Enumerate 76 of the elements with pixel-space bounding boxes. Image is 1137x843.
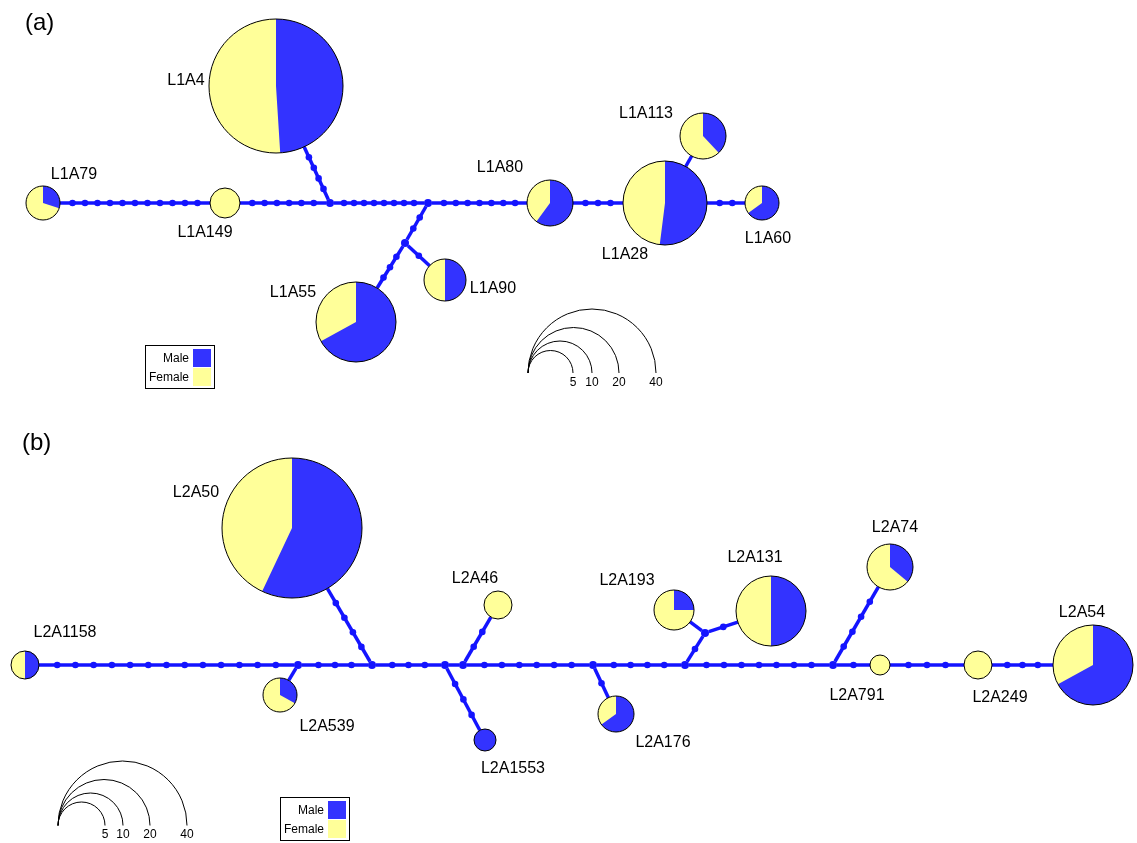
scale-value: 5 — [568, 375, 578, 389]
haplotype-label: L1A90 — [469, 278, 517, 298]
scale-value: 20 — [611, 375, 627, 389]
haplotype-label: L2A1158 — [32, 622, 98, 642]
connector-line — [992, 663, 1053, 667]
legend-label: Male — [163, 350, 189, 365]
connector-line — [707, 201, 745, 205]
connector-line — [302, 146, 330, 201]
connector-line — [597, 663, 681, 667]
connector-line — [689, 663, 829, 667]
scale-value: 40 — [179, 827, 195, 841]
connector-line — [837, 663, 870, 667]
connector-line — [405, 205, 428, 241]
haplotype-label: L1A60 — [744, 228, 792, 248]
legend-label: Male — [298, 802, 324, 817]
connector-line — [334, 201, 424, 205]
junction-dot — [829, 661, 837, 669]
scale-value: 10 — [115, 827, 131, 841]
haplotype-label: L1A4 — [166, 70, 206, 90]
junction-dot — [294, 661, 302, 669]
haplotype-label: L1A55 — [269, 282, 317, 302]
haplotype-label: L1A28 — [601, 244, 649, 264]
junction-dot — [368, 661, 376, 669]
connector-line — [302, 663, 368, 667]
connector-line — [375, 245, 405, 289]
junction-dot — [681, 661, 689, 669]
haplotype-label: L1A79 — [50, 164, 98, 184]
junction-dot — [589, 661, 597, 669]
haplotype-label: L1A113 — [618, 103, 674, 123]
connector-line — [685, 635, 705, 663]
junction-dot — [701, 629, 709, 637]
connector-line — [890, 663, 964, 667]
junction-dot — [401, 239, 409, 247]
connector-line — [60, 201, 210, 205]
connector-line — [406, 244, 431, 267]
connector-line — [467, 663, 589, 667]
scale-value: 20 — [142, 827, 158, 841]
haplotype-label: L2A176 — [634, 732, 692, 752]
connector-line — [287, 667, 298, 682]
haplotype-label: L2A74 — [871, 517, 919, 537]
connector-line — [432, 201, 527, 205]
scale-value: 5 — [100, 827, 110, 841]
haplotype-label: L1A80 — [476, 157, 524, 177]
junction-dot — [459, 661, 467, 669]
connector-line — [689, 620, 703, 632]
panel-letter: (b) — [22, 428, 52, 456]
connector-line — [684, 155, 694, 168]
connector-line — [325, 587, 372, 663]
haplotype-label: L1A149 — [176, 222, 234, 242]
connector-line — [573, 201, 623, 205]
haplotype-label: L2A54 — [1058, 602, 1106, 622]
junction-dot — [441, 661, 449, 669]
junction-dot — [424, 199, 432, 207]
haplotype-label: L2A193 — [598, 570, 656, 590]
connector-line — [39, 663, 294, 667]
connector-line — [449, 663, 459, 667]
scale-value: 40 — [648, 375, 664, 389]
connector-line — [240, 201, 326, 205]
panel-letter: (a) — [25, 8, 55, 36]
connector-line — [445, 667, 482, 732]
haplotype-label: L2A791 — [828, 685, 886, 705]
legend-label: Female — [149, 369, 189, 384]
connector-line — [376, 663, 441, 667]
haplotype-label: L2A46 — [451, 568, 499, 588]
haplotype-label: L2A249 — [971, 687, 1029, 707]
haplotype-label: L2A539 — [298, 716, 356, 736]
haplotype-label: L2A131 — [726, 547, 784, 567]
connector-line — [708, 620, 739, 634]
connector-line — [463, 616, 493, 663]
haplotype-label: L2A1553 — [479, 758, 546, 778]
legend-label: Female — [284, 821, 324, 836]
scale-value: 10 — [584, 375, 600, 389]
connector-line — [593, 667, 610, 699]
connector-line — [833, 586, 880, 663]
haplotype-label: L2A50 — [172, 482, 220, 502]
junction-dot — [326, 199, 334, 207]
